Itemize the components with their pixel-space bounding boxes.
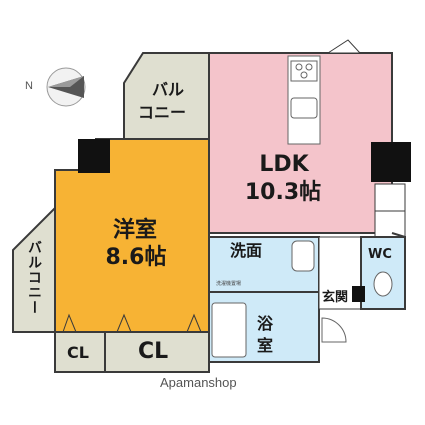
toilet-bowl: [373, 271, 393, 297]
kitchen-counter: [287, 55, 321, 145]
entrance-canopy: [326, 39, 362, 54]
compass-icon: [46, 67, 86, 107]
balcony-top-label-2: コニー: [138, 103, 187, 122]
bath-label-1: 浴: [257, 314, 274, 333]
balcony-left: [12, 205, 56, 333]
bath-label-2: 室: [257, 336, 274, 355]
columns: [78, 139, 411, 302]
bathtub: [211, 302, 247, 358]
western-room-area: 8.6帖: [105, 245, 167, 270]
closet-large-label: CL: [138, 339, 169, 364]
watermark: Apamanshop: [160, 375, 237, 390]
washroom-label: 洗面: [230, 241, 263, 260]
washer-space-label: 洗濯機置場: [216, 281, 242, 287]
entrance-label: 玄関: [322, 290, 349, 305]
compass-north-label: N: [25, 80, 33, 92]
closet-doors: [62, 313, 202, 333]
ldk-area: 10.3帖: [244, 180, 322, 205]
closet-small-label: CL: [67, 343, 89, 362]
balcony-left-label: バルコニー: [26, 240, 42, 315]
balcony-top-label-1: バル: [152, 80, 185, 99]
washbasin: [291, 240, 315, 272]
wc-label: WC: [368, 247, 392, 262]
entrance-door-swing: [321, 317, 347, 343]
western-room-name: 洋室: [112, 218, 157, 243]
ldk-name: LDK: [259, 152, 309, 177]
